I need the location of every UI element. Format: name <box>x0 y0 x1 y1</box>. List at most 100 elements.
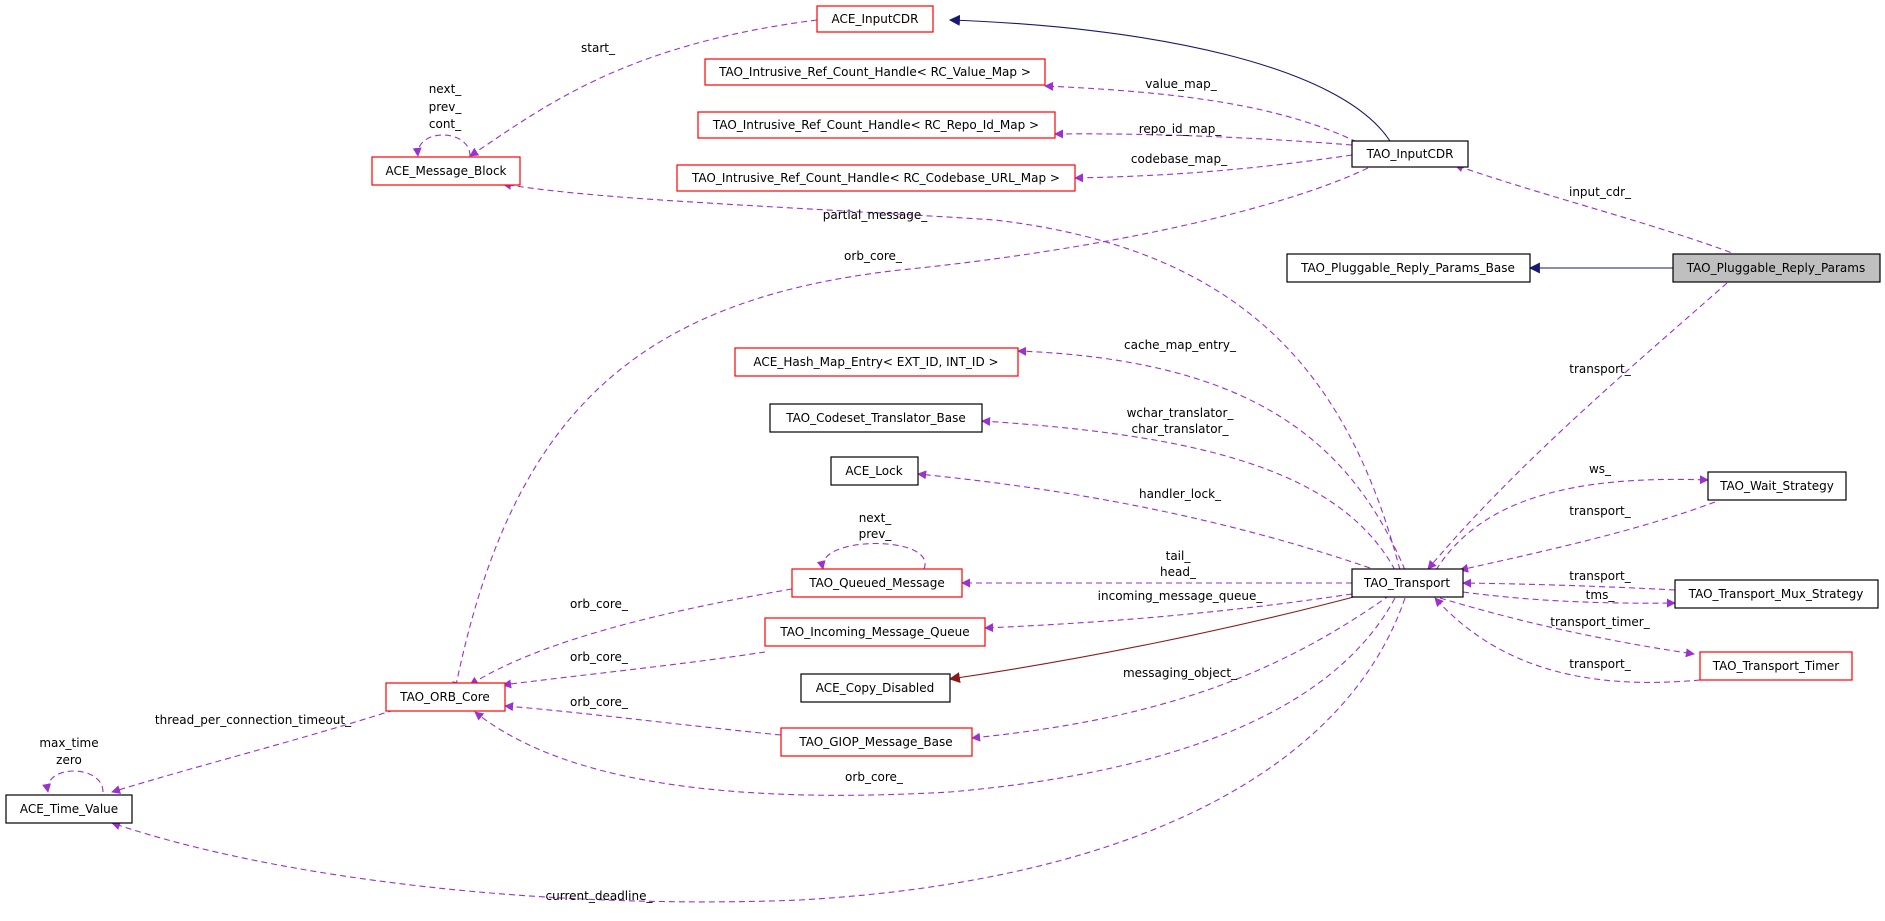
edge-translators <box>981 417 1396 571</box>
label-start: start_ <box>581 41 616 55</box>
edge-messaging-object <box>971 594 1391 742</box>
node-label: TAO_Intrusive_Ref_Count_Handle< RC_Repo_… <box>712 118 1039 132</box>
node-label: ACE_InputCDR <box>832 12 919 26</box>
edge-current-deadline <box>111 597 1406 903</box>
label-qm-next: next_ <box>859 511 893 525</box>
node-ace-inputcdr[interactable]: ACE_InputCDR <box>816 5 934 33</box>
node-giop-message-base[interactable]: TAO_GIOP_Message_Base <box>780 727 973 757</box>
edge-cache-map-entry <box>1017 346 1406 571</box>
label-wchar-translator: wchar_translator_ <box>1127 406 1235 420</box>
node-label: ACE_Hash_Map_Entry< EXT_ID, INT_ID > <box>753 355 998 369</box>
node-label: ACE_Time_Value <box>20 802 118 816</box>
node-tao-transport[interactable]: TAO_Transport <box>1351 568 1464 598</box>
label-current-deadline: current_deadline_ <box>546 889 654 903</box>
inherit-edge-copy-disabled <box>948 593 1366 684</box>
node-ace-message-block[interactable]: ACE_Message_Block <box>371 156 521 186</box>
node-label: TAO_Intrusive_Ref_Count_Handle< RC_Value… <box>718 65 1031 79</box>
label-cache-map-entry: cache_map_entry_ <box>1124 338 1237 352</box>
edge-orb-core-bottom <box>474 597 1396 796</box>
node-label: TAO_Pluggable_Reply_Params_Base <box>1300 261 1515 275</box>
edge-value-map <box>1044 81 1358 143</box>
edge-qm-self <box>816 542 926 570</box>
label-partial-message: partial_message_ <box>823 208 929 222</box>
label-transport-reply: transport_ <box>1569 362 1631 376</box>
label-tms: tms_ <box>1586 588 1616 602</box>
label-tv-zero: zero <box>56 753 82 767</box>
edge-codebase-map <box>1074 154 1353 183</box>
node-label: TAO_Transport_Timer <box>1712 659 1840 673</box>
node-queued-message[interactable]: TAO_Queued_Message <box>791 568 963 598</box>
node-ref-value-map[interactable]: TAO_Intrusive_Ref_Count_Handle< RC_Value… <box>704 58 1046 86</box>
node-ref-codebase-url-map[interactable]: TAO_Intrusive_Ref_Count_Handle< RC_Codeb… <box>676 164 1076 192</box>
edge-repo-id-map <box>1054 129 1353 146</box>
edge-start <box>469 19 818 157</box>
label-mb-cont: cont_ <box>429 117 462 131</box>
edge-transport-mux <box>1462 578 1676 591</box>
node-wait-strategy[interactable]: TAO_Wait_Strategy <box>1707 471 1847 501</box>
label-orb-core-giop: orb_core_ <box>570 695 629 709</box>
node-mux-strategy[interactable]: TAO_Transport_Mux_Strategy <box>1674 579 1879 609</box>
label-transport-timer: transport_timer_ <box>1550 615 1650 629</box>
label-tail: tail_ <box>1166 549 1192 563</box>
label-transport-wait: transport_ <box>1569 504 1631 518</box>
node-label: TAO_Transport <box>1363 576 1450 590</box>
label-value-map: value_map_ <box>1145 77 1217 91</box>
node-reply-params-base[interactable]: TAO_Pluggable_Reply_Params_Base <box>1286 253 1531 283</box>
node-label: ACE_Message_Block <box>385 164 506 178</box>
edge-orb-core-top <box>452 167 1369 691</box>
label-tv-max-time: max_time <box>39 736 98 750</box>
node-label: TAO_Queued_Message <box>808 576 944 590</box>
label-mb-prev: prev_ <box>429 100 463 114</box>
node-orb-core[interactable]: TAO_ORB_Core <box>385 682 506 712</box>
label-orb-core-qm: orb_core_ <box>570 597 629 611</box>
label-transport-mux: transport_ <box>1569 569 1631 583</box>
node-hash-map-entry[interactable]: ACE_Hash_Map_Entry< EXT_ID, INT_ID > <box>734 347 1019 377</box>
label-codebase-map: codebase_map_ <box>1131 152 1228 166</box>
node-label: TAO_InputCDR <box>1366 147 1454 161</box>
edge-tms <box>1462 591 1676 608</box>
node-codeset-translator[interactable]: TAO_Codeset_Translator_Base <box>769 403 983 433</box>
inherit-edge-inputcdr <box>948 14 1391 142</box>
node-label: TAO_Pluggable_Reply_Params <box>1686 261 1865 275</box>
edge-mb-self <box>412 134 471 157</box>
node-transport-timer[interactable]: TAO_Transport_Timer <box>1699 651 1853 681</box>
label-transport-timer-back: transport_ <box>1569 657 1631 671</box>
label-input-cdr: input_cdr_ <box>1569 185 1632 199</box>
node-ace-lock[interactable]: ACE_Lock <box>830 456 919 486</box>
edge-ws <box>1435 475 1709 571</box>
edge-tv-self <box>42 770 104 793</box>
label-incoming-queue: incoming_message_queue_ <box>1098 589 1264 603</box>
label-repo-id-map: repo_id_map_ <box>1139 122 1223 136</box>
edge-orb-core-qm <box>469 588 793 686</box>
label-head: head_ <box>1160 565 1197 579</box>
edge-orb-core-iq <box>502 651 766 689</box>
edge-transport-reply <box>1427 282 1728 570</box>
node-label: ACE_Copy_Disabled <box>816 681 935 695</box>
node-label: TAO_GIOP_Message_Base <box>798 735 952 749</box>
node-label: TAO_Transport_Mux_Strategy <box>1688 587 1864 601</box>
node-label: TAO_Wait_Strategy <box>1719 479 1834 493</box>
label-orb-core-bottom: orb_core_ <box>845 770 904 784</box>
node-reply-params[interactable]: TAO_Pluggable_Reply_Params <box>1672 253 1881 283</box>
edge-orb-core-giop <box>504 702 782 736</box>
node-label: TAO_ORB_Core <box>399 690 490 704</box>
edge-partial-message <box>502 180 1401 571</box>
label-handler-lock: handler_lock_ <box>1139 487 1222 501</box>
label-orb-core-top: orb_core_ <box>844 249 903 263</box>
node-label: TAO_Incoming_Message_Queue <box>779 625 969 639</box>
node-copy-disabled[interactable]: ACE_Copy_Disabled <box>800 673 951 703</box>
label-qm-prev: prev_ <box>859 527 893 541</box>
label-ws: ws_ <box>1589 462 1612 476</box>
node-ref-repo-id-map[interactable]: TAO_Intrusive_Ref_Count_Handle< RC_Repo_… <box>697 111 1056 139</box>
label-thread-timeout: thread_per_connection_timeout_ <box>155 713 352 727</box>
node-incoming-queue[interactable]: TAO_Incoming_Message_Queue <box>764 617 986 647</box>
edge-handler-lock <box>917 470 1371 569</box>
node-time-value[interactable]: ACE_Time_Value <box>5 794 133 824</box>
label-char-translator: char_translator_ <box>1131 422 1229 436</box>
node-tao-inputcdr[interactable]: TAO_InputCDR <box>1351 140 1469 168</box>
edge-input-cdr <box>1454 163 1741 257</box>
label-orb-core-iq: orb_core_ <box>570 650 629 664</box>
node-label: ACE_Lock <box>845 464 902 478</box>
edge-transport-timer-back <box>1434 597 1701 683</box>
